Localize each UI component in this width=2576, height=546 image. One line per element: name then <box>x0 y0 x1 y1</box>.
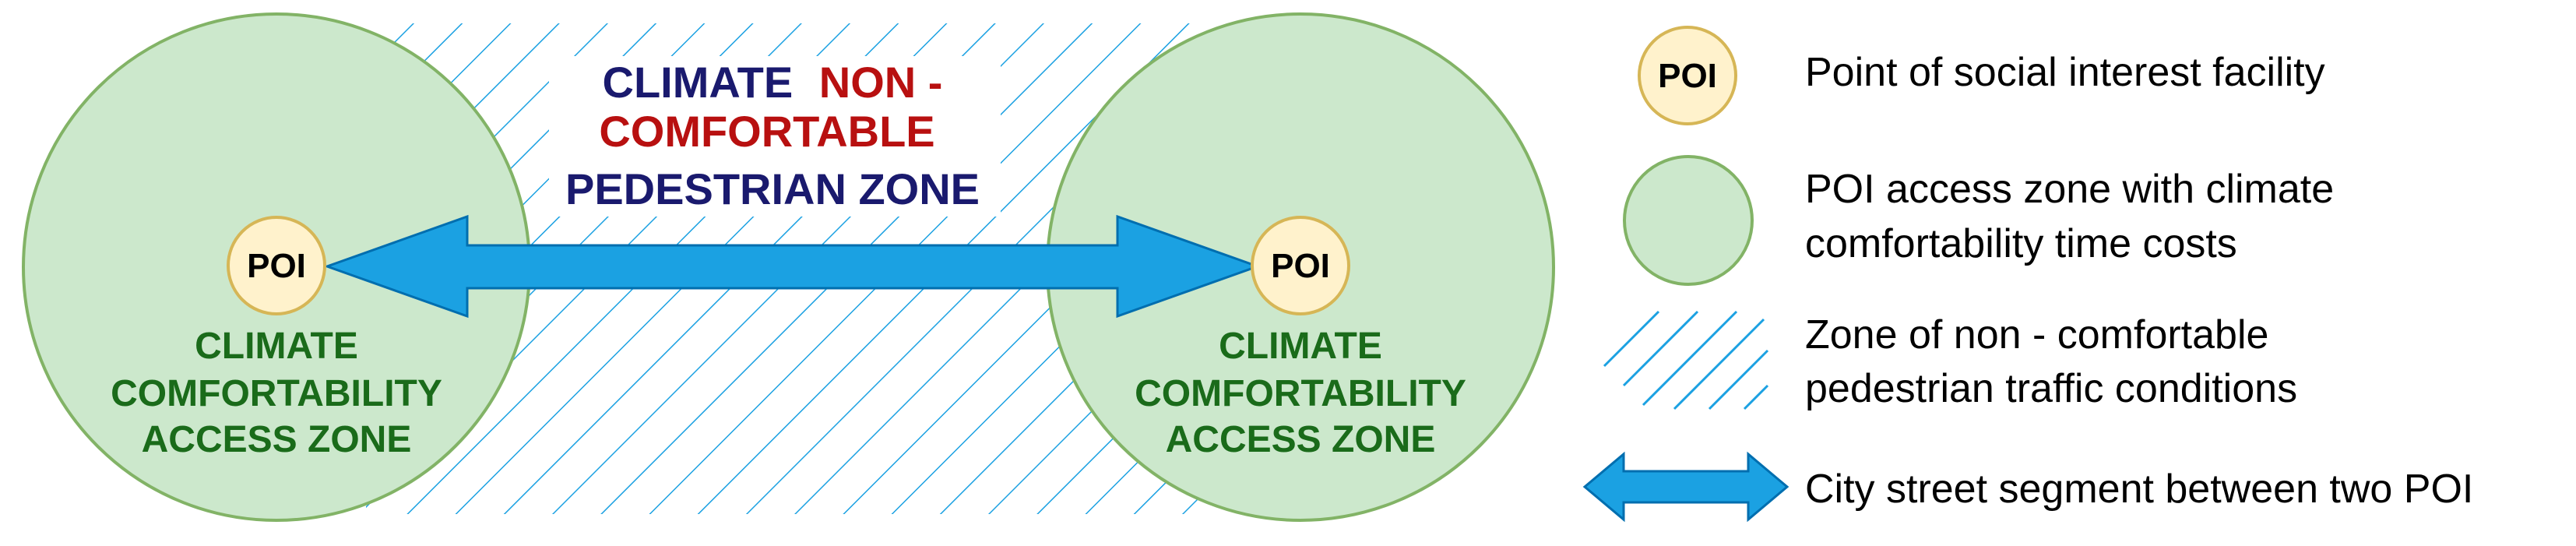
legend-poi-label: POI <box>1658 57 1717 95</box>
right-zone-label-line1: CLIMATE <box>1219 326 1382 367</box>
left-zone-label-line2: COMFORTABILITY <box>111 373 442 414</box>
left-poi-marker <box>227 216 326 315</box>
right-poi-label: POI <box>1271 247 1330 285</box>
zone-title: CLIMATE NON - COMFORTABLE PEDESTRIAN ZON… <box>549 56 1001 217</box>
legend-zone-text-line1: POI access zone with climate <box>1805 167 2334 212</box>
legend: POI Point of social interest facility PO… <box>1582 26 2473 523</box>
legend-hatch-marker <box>1603 310 1769 410</box>
legend-poi-text: Point of social interest facility <box>1805 50 2325 95</box>
right-zone-label-line3: ACCESS ZONE <box>1166 419 1436 460</box>
legend-arrow-marker <box>1582 451 1789 523</box>
left-zone-label-line3: ACCESS ZONE <box>142 419 412 460</box>
title-line3: PEDESTRIAN ZONE <box>565 164 980 213</box>
left-zone-label-line1: CLIMATE <box>195 326 358 367</box>
legend-hatch-text-line2: pedestrian traffic conditions <box>1805 366 2297 411</box>
title-line1-climate: CLIMATE <box>603 58 794 107</box>
legend-poi-marker <box>1638 26 1737 125</box>
legend-zone-marker <box>1623 155 1754 286</box>
title-line1: CLIMATE NON - <box>603 58 943 107</box>
title-line2: COMFORTABLE <box>599 107 934 156</box>
left-poi-label: POI <box>247 247 306 285</box>
legend-hatch-text-line1: Zone of non - comfortable <box>1805 312 2268 358</box>
right-poi-marker <box>1251 216 1350 315</box>
title-line1-non: NON - <box>819 58 943 107</box>
legend-arrow-text: City street segment between two POI <box>1805 467 2473 512</box>
right-zone-label-line2: COMFORTABILITY <box>1135 373 1466 414</box>
legend-zone-text-line2: comfortability time costs <box>1805 221 2237 266</box>
